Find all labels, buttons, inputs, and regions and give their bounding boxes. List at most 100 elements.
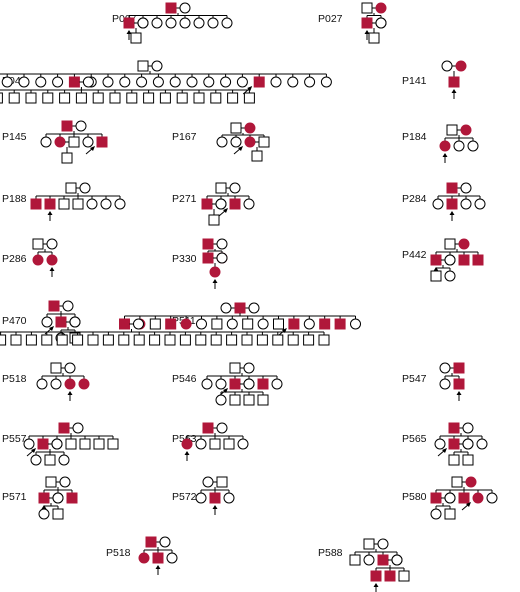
female-affected-symbol	[375, 2, 387, 14]
female-symbol	[486, 492, 498, 504]
proband-arrow-head	[212, 505, 218, 509]
female-symbol	[375, 17, 387, 29]
male-affected-symbol	[448, 438, 460, 450]
pedigree-label: P330	[172, 253, 197, 265]
female-symbol	[236, 76, 248, 88]
female-symbol	[51, 438, 63, 450]
male-affected-symbol	[152, 552, 164, 564]
male-symbol	[229, 362, 241, 374]
male-symbol	[149, 334, 161, 346]
female-symbol	[304, 76, 316, 88]
pedigree-p027: P027	[318, 2, 387, 44]
male-symbol	[179, 334, 191, 346]
pedigree-p442: P442	[402, 238, 484, 282]
male-symbol	[72, 334, 84, 346]
proband-arrow-icon	[364, 30, 370, 40]
pedigree-p546: P546	[172, 362, 283, 406]
female-symbol	[444, 254, 456, 266]
male-affected-symbol	[430, 492, 442, 504]
female-symbol	[202, 476, 214, 488]
female-affected-symbol	[458, 238, 470, 250]
female-symbol	[195, 438, 207, 450]
female-affected-symbol	[54, 136, 66, 148]
female-symbol	[216, 238, 228, 250]
male-affected-symbol	[446, 182, 458, 194]
pedigree-p563: P563	[172, 422, 249, 461]
female-affected-symbol	[460, 124, 472, 136]
female-symbol	[453, 140, 465, 152]
female-symbol	[257, 318, 269, 330]
proband-arrow-head	[49, 326, 54, 331]
pedigree-p167: P167	[172, 122, 270, 162]
female-symbol	[159, 536, 171, 548]
proband-arrow-icon	[49, 267, 55, 277]
male-symbol	[223, 438, 235, 450]
female-symbol	[467, 140, 479, 152]
female-affected-symbol	[244, 122, 256, 134]
male-symbol	[58, 198, 70, 210]
female-symbol	[136, 76, 148, 88]
male-affected-symbol	[38, 492, 50, 504]
male-affected-symbol	[165, 318, 177, 330]
proband-arrow-icon	[47, 211, 53, 221]
male-affected-symbol	[96, 136, 108, 148]
male-symbol	[446, 124, 458, 136]
male-affected-symbol	[288, 318, 300, 330]
female-symbol	[201, 378, 213, 390]
female-symbol	[18, 76, 30, 88]
proband-arrow-icon	[451, 89, 457, 99]
female-symbol	[243, 198, 255, 210]
male-symbol	[241, 334, 253, 346]
proband-arrow-head	[90, 146, 95, 151]
male-symbol	[229, 394, 241, 406]
pedigree-p565: P565	[402, 422, 488, 466]
proband-arrow-icon	[184, 451, 190, 461]
male-affected-symbol	[145, 536, 157, 548]
female-symbol	[363, 554, 375, 566]
male-symbol	[44, 454, 56, 466]
male-symbol	[75, 92, 87, 104]
pedigree-label: P572	[172, 491, 197, 503]
pedigree-label: P167	[172, 131, 197, 143]
female-affected-symbol	[64, 378, 76, 390]
pedigree-label: P284	[402, 193, 427, 205]
male-symbol	[137, 60, 149, 72]
proband-arrow-icon	[442, 153, 448, 163]
male-affected-symbol	[202, 252, 214, 264]
pedigree-p286: P286	[2, 238, 58, 277]
female-symbol	[434, 438, 446, 450]
male-symbol	[444, 238, 456, 250]
female-symbol	[50, 378, 62, 390]
female-symbol	[243, 362, 255, 374]
female-symbol	[207, 17, 219, 29]
proband-arrow-icon	[26, 448, 36, 457]
male-affected-symbol	[55, 316, 67, 328]
pedigree-p580: P580	[402, 476, 498, 520]
female-symbol	[179, 2, 191, 14]
male-affected-symbol	[48, 300, 60, 312]
pedigree-p188: P188	[2, 182, 126, 221]
male-symbol	[363, 538, 375, 550]
female-symbol	[474, 198, 486, 210]
male-affected-symbol	[361, 17, 373, 29]
male-symbol	[195, 334, 207, 346]
female-symbol	[82, 136, 94, 148]
female-symbol	[137, 17, 149, 29]
female-symbol	[216, 422, 228, 434]
male-affected-symbol	[30, 198, 42, 210]
proband-arrow-head	[155, 565, 161, 569]
proband-arrow-head	[442, 153, 448, 157]
pedigree-label: P188	[2, 193, 27, 205]
male-symbol	[59, 92, 71, 104]
female-symbol	[133, 318, 144, 330]
female-affected-symbol	[180, 318, 192, 330]
male-affected-symbol	[458, 492, 470, 504]
male-symbol	[216, 476, 228, 488]
female-symbol	[303, 318, 315, 330]
pedigree-label: P442	[402, 249, 427, 261]
male-symbol	[211, 318, 223, 330]
female-symbol	[444, 492, 456, 504]
female-symbol	[40, 136, 52, 148]
pedigree-label: P557	[2, 433, 27, 445]
